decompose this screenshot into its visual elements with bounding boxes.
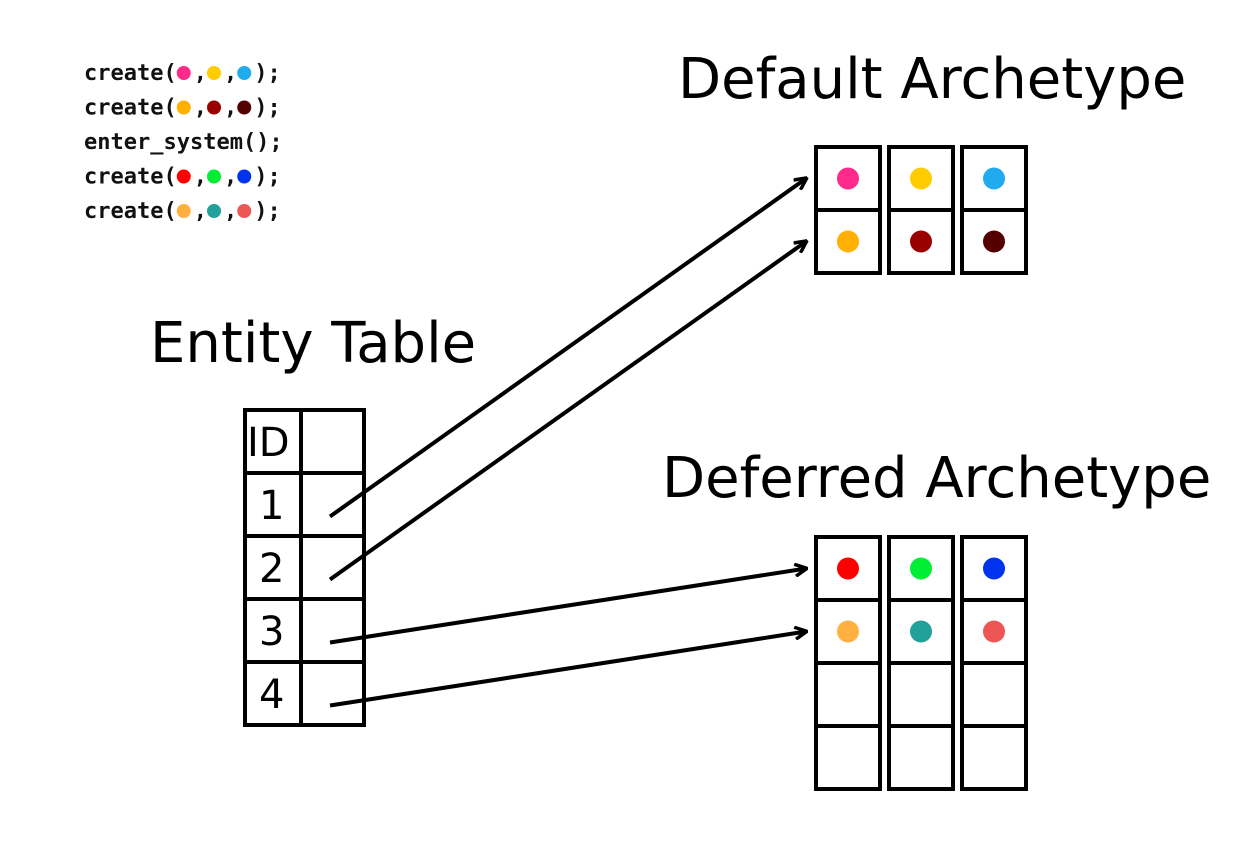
component-dot: [837, 620, 859, 643]
component-dot: [910, 167, 932, 190]
component-dot: [176, 100, 191, 115]
component-dot: [207, 66, 221, 80]
entity-header-label: ID: [247, 420, 290, 466]
component-dot: [837, 167, 859, 190]
component-dot: [207, 204, 221, 218]
component-dot: [837, 557, 859, 580]
code-punct: ,: [194, 165, 207, 190]
archetype-cell: [960, 724, 1028, 791]
archetype-cell: [814, 724, 882, 791]
component-dot: [983, 557, 1005, 580]
code-line: create(: [84, 165, 177, 190]
archetype-cell: [960, 661, 1028, 728]
code-punct: ,: [194, 96, 207, 121]
component-dot: [237, 100, 252, 115]
pointer-arrow: [328, 242, 806, 582]
code-line: enter_system();: [84, 130, 283, 155]
entity-table-title: Entity Table: [150, 311, 476, 376]
entity-id-label: 1: [259, 483, 284, 529]
component-dot: [910, 557, 932, 580]
code-snippet: create(,,);create(,,);enter_system();cre…: [84, 61, 283, 224]
entity-pointer-cell: [299, 534, 366, 601]
component-dot: [237, 66, 252, 80]
component-dot: [207, 169, 221, 184]
code-punct: );: [254, 96, 281, 121]
code-punct: ,: [194, 199, 207, 224]
component-dot: [910, 230, 932, 253]
entity-pointer-cell: [299, 408, 366, 475]
component-dot: [207, 100, 221, 115]
code-line: create(: [84, 96, 177, 121]
code-line: create(: [84, 61, 177, 86]
archetype-cell: [887, 724, 955, 791]
pointer-arrow: [329, 569, 806, 645]
pointer-arrow: [328, 179, 806, 519]
component-dot: [837, 230, 859, 253]
component-dot: [910, 620, 932, 643]
entity-id-cell: [243, 597, 303, 664]
component-dot: [983, 167, 1005, 190]
code-punct: ,: [224, 96, 237, 121]
entity-id-cell: [243, 660, 303, 727]
component-dot: [983, 230, 1005, 253]
entity-pointer-cell: [299, 660, 366, 727]
entity-id-label: 4: [259, 672, 284, 718]
code-line: create(: [84, 199, 177, 224]
component-dot: [237, 169, 252, 184]
default-archetype-grid: [814, 145, 1028, 275]
code-punct: );: [254, 165, 281, 190]
code-punct: );: [254, 199, 281, 224]
deferred-archetype-title: Deferred Archetype: [662, 446, 1211, 511]
entity-pointer-cell: [299, 597, 366, 664]
archetype-cell: [887, 661, 955, 728]
component-dot: [176, 66, 191, 80]
code-punct: ,: [224, 199, 237, 224]
entity-table: ID 1 2 3 4: [243, 408, 366, 727]
entity-id-label: 2: [259, 546, 284, 592]
component-dot: [176, 204, 191, 218]
archetype-cell: [814, 661, 882, 728]
deferred-archetype-grid: [814, 535, 1028, 791]
code-punct: );: [254, 61, 281, 86]
default-archetype-title: Default Archetype: [678, 47, 1186, 112]
entity-pointer-cell: [299, 471, 366, 538]
component-dot: [983, 620, 1005, 643]
entity-id-label: 3: [259, 609, 284, 655]
component-dot: [237, 204, 252, 218]
archetype-cell: [887, 535, 955, 602]
code-punct: ,: [194, 61, 207, 86]
pointer-arrows: [328, 179, 806, 708]
code-punct: ,: [224, 61, 237, 86]
pointer-arrow: [329, 632, 806, 708]
code-punct: ,: [224, 165, 237, 190]
component-dot: [176, 169, 191, 184]
